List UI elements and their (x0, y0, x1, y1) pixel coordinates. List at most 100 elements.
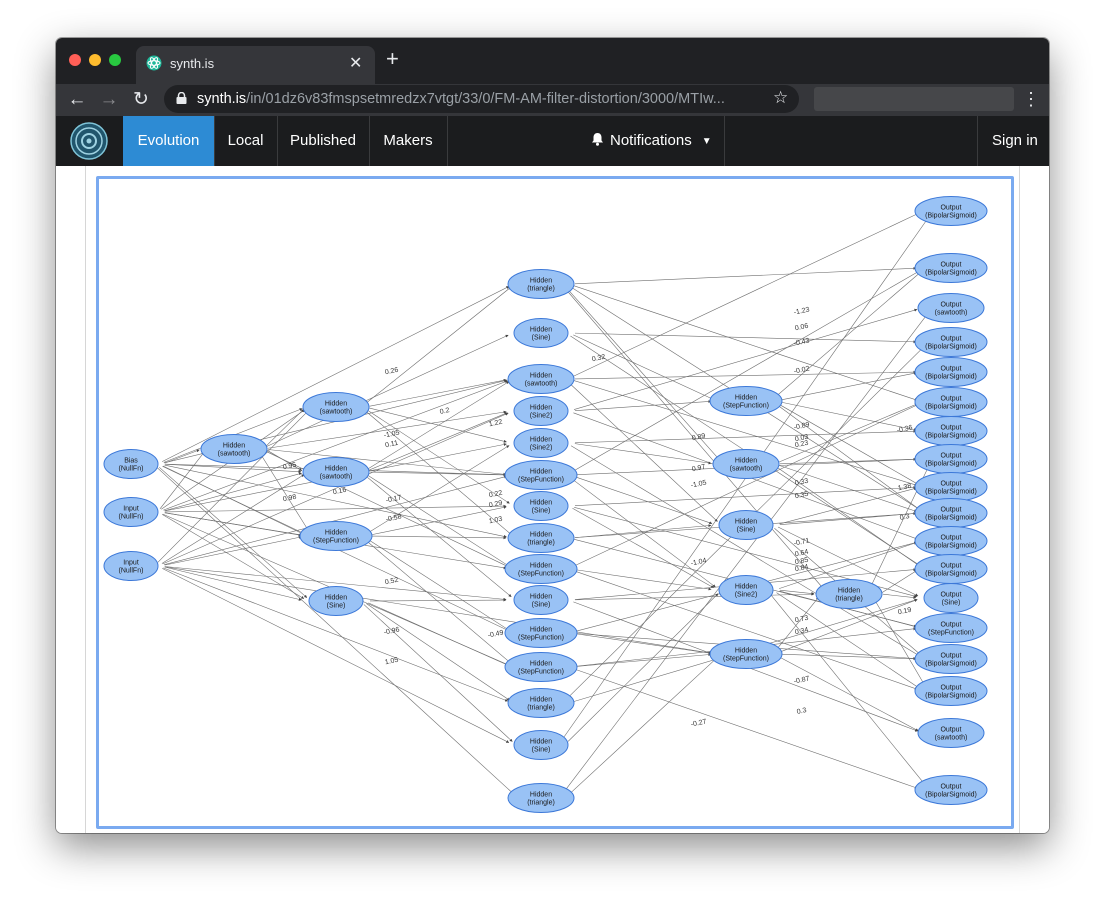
back-icon[interactable]: ← (67, 89, 87, 110)
graph-node-shape[interactable] (513, 491, 569, 521)
graph-node-shape[interactable] (709, 639, 783, 669)
graph-node-shape[interactable] (914, 196, 988, 226)
graph-node[interactable]: Output(BipolarSigmoid) (914, 416, 988, 446)
graph-node[interactable]: Output(sawtooth) (917, 718, 985, 748)
graph-node-shape[interactable] (513, 730, 569, 760)
graph-node-shape[interactable] (103, 551, 159, 581)
menu-dots-icon[interactable]: ⋮ (1022, 89, 1040, 109)
window-close-dot[interactable] (69, 54, 81, 66)
window-zoom-dot[interactable] (109, 54, 121, 66)
graph-node[interactable]: Hidden(Sine) (513, 730, 569, 760)
graph-node[interactable]: Hidden(StepFunction) (504, 460, 578, 490)
graph-node[interactable]: Hidden(Sine) (308, 586, 364, 616)
graph-node[interactable]: Hidden(Sine2) (513, 428, 569, 458)
graph-node-shape[interactable] (815, 579, 883, 609)
plus-icon[interactable]: + (386, 46, 399, 71)
graph-node[interactable]: Output(BipolarSigmoid) (914, 526, 988, 556)
graph-node-shape[interactable] (103, 449, 159, 479)
graph-node-shape[interactable] (712, 449, 780, 479)
graph-node[interactable]: Hidden(Sine) (513, 491, 569, 521)
graph-node-shape[interactable] (200, 434, 268, 464)
graph-node-shape[interactable] (504, 618, 578, 648)
graph-node[interactable]: Hidden(StepFunction) (299, 521, 373, 551)
graph-node-shape[interactable] (302, 457, 370, 487)
graph-node-shape[interactable] (513, 428, 569, 458)
graph-node-shape[interactable] (302, 392, 370, 422)
forward-icon[interactable]: → (99, 89, 119, 110)
graph-node[interactable]: Output(BipolarSigmoid) (914, 554, 988, 584)
star-icon[interactable]: ☆ (773, 88, 789, 107)
graph-node[interactable]: Hidden(sawtooth) (302, 457, 370, 487)
graph-node-shape[interactable] (504, 554, 578, 584)
network-graph-panel[interactable]: 0.26-1.070.950.980.2-1.050.111.220.16-0.… (96, 176, 1014, 829)
graph-node[interactable]: Output(BipolarSigmoid) (914, 196, 988, 226)
graph-node[interactable]: Hidden(triangle) (507, 523, 575, 553)
window-minimize-dot[interactable] (89, 54, 101, 66)
graph-node[interactable]: Output(StepFunction) (914, 613, 988, 643)
nav-local[interactable]: Local (214, 116, 278, 166)
graph-node-shape[interactable] (718, 510, 774, 540)
graph-node-shape[interactable] (923, 583, 979, 613)
nav-published[interactable]: Published (277, 116, 370, 166)
graph-node-shape[interactable] (507, 688, 575, 718)
graph-node-shape[interactable] (709, 386, 783, 416)
graph-node[interactable]: Output(BipolarSigmoid) (914, 644, 988, 674)
graph-node-shape[interactable] (914, 775, 988, 805)
graph-node[interactable]: Hidden(sawtooth) (302, 392, 370, 422)
graph-node[interactable]: Output(BipolarSigmoid) (914, 775, 988, 805)
graph-node-shape[interactable] (914, 327, 988, 357)
graph-node-shape[interactable] (507, 364, 575, 394)
graph-node[interactable]: Output(sawtooth) (917, 293, 985, 323)
graph-node[interactable]: Output(Sine) (923, 583, 979, 613)
graph-node-shape[interactable] (513, 585, 569, 615)
sign-in-link[interactable]: Sign in (992, 132, 1038, 149)
graph-node[interactable]: Hidden(triangle) (507, 688, 575, 718)
graph-node[interactable]: Hidden(triangle) (815, 579, 883, 609)
graph-node-shape[interactable] (299, 521, 373, 551)
graph-node[interactable]: Output(BipolarSigmoid) (914, 327, 988, 357)
graph-node[interactable]: Hidden(triangle) (507, 269, 575, 299)
graph-node-shape[interactable] (914, 676, 988, 706)
graph-node[interactable]: Hidden(StepFunction) (504, 618, 578, 648)
graph-node[interactable]: Hidden(sawtooth) (712, 449, 780, 479)
graph-node[interactable]: Bias(NullFn) (103, 449, 159, 479)
graph-node-shape[interactable] (718, 575, 774, 605)
graph-node-shape[interactable] (917, 718, 985, 748)
graph-node[interactable]: Hidden(triangle) (507, 783, 575, 813)
address-bar[interactable]: synth.is/in/01dz6v83fmspsetmredzx7vtgt/3… (164, 85, 799, 113)
graph-node-shape[interactable] (507, 783, 575, 813)
graph-node[interactable]: Hidden(sawtooth) (200, 434, 268, 464)
graph-node-shape[interactable] (914, 644, 988, 674)
graph-node[interactable]: Hidden(StepFunction) (504, 554, 578, 584)
graph-node[interactable]: Hidden(StepFunction) (709, 386, 783, 416)
graph-node[interactable]: Hidden(Sine) (513, 318, 569, 348)
graph-node-shape[interactable] (914, 613, 988, 643)
graph-node[interactable]: Hidden(StepFunction) (709, 639, 783, 669)
graph-node-shape[interactable] (308, 586, 364, 616)
graph-node[interactable]: Input(NullFn) (103, 551, 159, 581)
graph-node[interactable]: Hidden(Sine2) (513, 396, 569, 426)
url-text[interactable]: synth.is/in/01dz6v83fmspsetmredzx7vtgt/3… (197, 91, 757, 107)
graph-node[interactable]: Output(BipolarSigmoid) (914, 357, 988, 387)
reload-icon[interactable]: ↻ (133, 89, 149, 110)
graph-node[interactable]: Output(BipolarSigmoid) (914, 676, 988, 706)
nav-makers[interactable]: Makers (369, 116, 448, 166)
graph-node[interactable]: Output(BipolarSigmoid) (914, 387, 988, 417)
graph-node-shape[interactable] (513, 396, 569, 426)
synth-logo-icon[interactable] (70, 122, 108, 160)
graph-node[interactable]: Hidden(StepFunction) (504, 652, 578, 682)
graph-node-shape[interactable] (914, 357, 988, 387)
graph-node-shape[interactable] (507, 523, 575, 553)
graph-node[interactable]: Hidden(Sine) (513, 585, 569, 615)
graph-node-shape[interactable] (513, 318, 569, 348)
close-icon[interactable]: ✕ (349, 55, 363, 72)
graph-node[interactable]: Hidden(sawtooth) (507, 364, 575, 394)
graph-node-shape[interactable] (103, 497, 159, 527)
graph-node[interactable]: Output(BipolarSigmoid) (914, 253, 988, 283)
graph-node[interactable]: Output(BipolarSigmoid) (914, 472, 988, 502)
graph-node-shape[interactable] (504, 652, 578, 682)
graph-node[interactable]: Output(BipolarSigmoid) (914, 498, 988, 528)
graph-node[interactable]: Input(NullFn) (103, 497, 159, 527)
graph-node[interactable]: Output(BipolarSigmoid) (914, 444, 988, 474)
browser-tab[interactable]: synth.is ✕ (136, 46, 375, 84)
